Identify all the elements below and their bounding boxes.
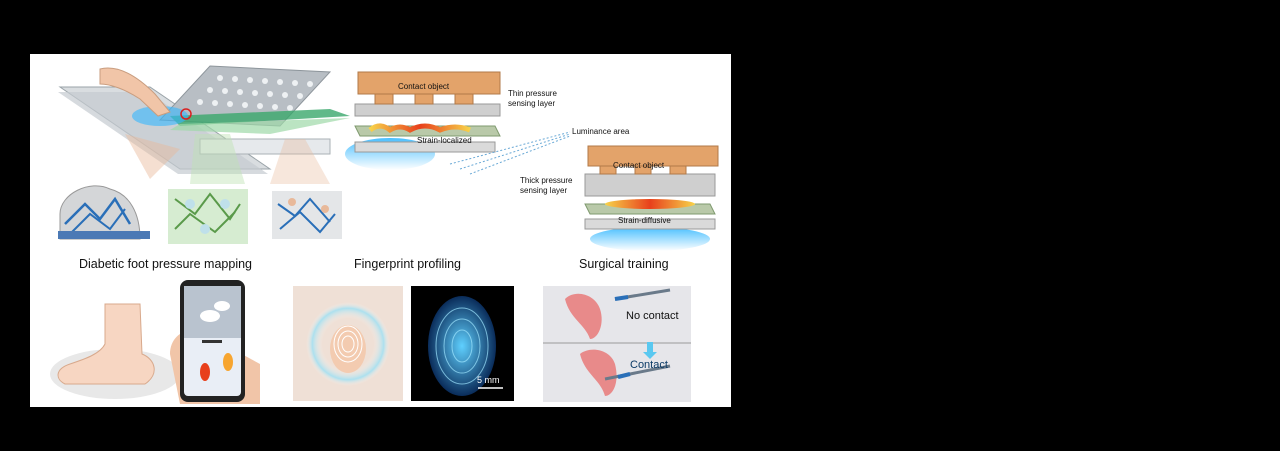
thin-layer-label-line2: sensing layer xyxy=(508,99,556,108)
surgical-caption: Surgical training xyxy=(579,257,669,271)
finger-touch-image xyxy=(293,286,403,401)
thin-layer-label-line1: Thin pressure xyxy=(508,89,557,98)
thick-layer-label-line1: Thick pressure xyxy=(520,176,573,185)
strain-diffusive-label: Strain-diffusive xyxy=(618,216,671,225)
luminance-area-label: Luminance area xyxy=(572,127,630,136)
figure-graphics xyxy=(50,65,719,404)
fingerprint-caption: Fingerprint profiling xyxy=(354,257,461,271)
phone-illustration xyxy=(170,280,260,404)
thick-layer-schematic xyxy=(584,145,719,251)
thick-layer-label-line2: sensing layer xyxy=(520,186,568,195)
contact-label: Contact xyxy=(630,359,668,371)
thin-layer-schematic xyxy=(345,71,501,170)
foot-caption: Diabetic foot pressure mapping xyxy=(79,257,253,271)
sensor-device-illustration xyxy=(58,65,350,184)
luminance-dashed-lines xyxy=(449,131,571,175)
material-inset-2 xyxy=(168,189,248,244)
material-inset-1 xyxy=(58,185,150,240)
foot-illustration xyxy=(50,303,180,399)
material-inset-3 xyxy=(272,191,342,239)
scale-bar-label: 5 mm xyxy=(477,375,500,385)
strain-localized-label: Strain-localized xyxy=(417,136,472,145)
figure-panel: Contact object Thin pressure sensing lay… xyxy=(30,54,731,407)
no-contact-label: No contact xyxy=(626,310,679,322)
thick-contact-object-label: Contact object xyxy=(613,161,665,170)
surgical-training-image xyxy=(543,286,691,402)
thin-contact-object-label: Contact object xyxy=(398,82,450,91)
fingerprint-luminescence-image xyxy=(411,286,514,401)
